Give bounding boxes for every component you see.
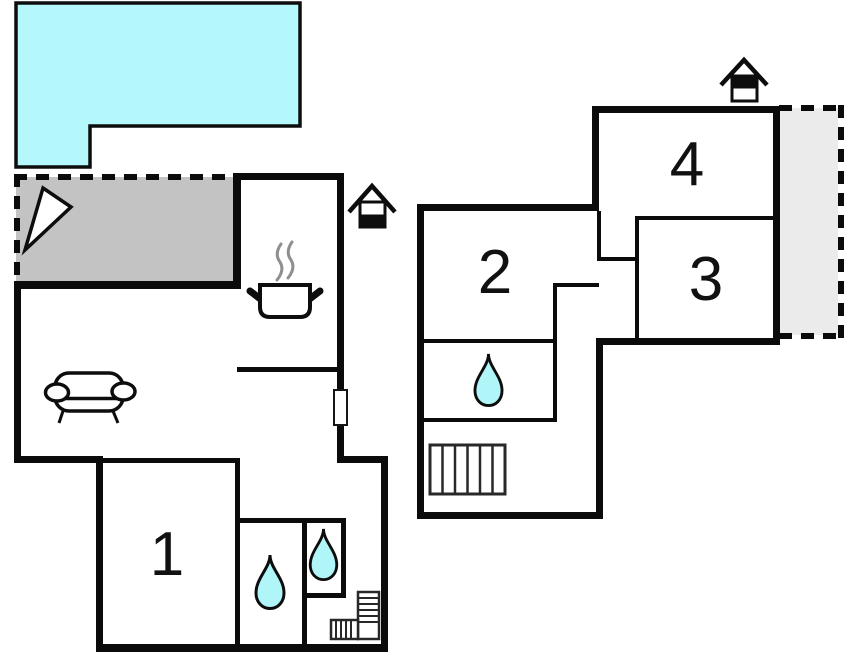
sofa-icon <box>43 371 137 424</box>
wall <box>302 518 307 648</box>
balcony-dashed-edge <box>779 333 845 339</box>
wall <box>597 257 639 261</box>
wall <box>592 106 599 211</box>
stairs-icon <box>329 590 381 641</box>
balcony-dashed-edge <box>838 105 844 339</box>
wall <box>14 281 21 463</box>
wall <box>553 283 557 342</box>
water-drop-icon <box>308 528 339 582</box>
triangle-pointer-icon <box>21 185 74 256</box>
wall <box>417 204 599 211</box>
wall <box>235 518 345 523</box>
wall <box>420 418 557 422</box>
wall <box>553 339 557 422</box>
room-label-1: 1 <box>149 520 185 589</box>
wall <box>596 338 603 519</box>
steaming-pot-icon <box>246 240 324 319</box>
wall <box>417 512 603 519</box>
balcony-dashed-edge <box>779 105 845 111</box>
wall <box>596 338 780 345</box>
water-drop-icon <box>473 353 504 408</box>
terrace-dashed-edge <box>14 174 20 284</box>
balcony-area <box>780 108 838 335</box>
wall <box>341 518 346 596</box>
wall <box>420 339 557 343</box>
wall <box>302 593 346 598</box>
wall <box>635 216 639 342</box>
water-drop-icon <box>254 554 286 611</box>
wall <box>235 458 240 648</box>
wall <box>597 211 601 261</box>
wall <box>417 204 424 519</box>
wall <box>592 106 780 113</box>
ground-floor-marker-icon <box>347 182 397 229</box>
wall <box>96 456 103 651</box>
room-label-4: 4 <box>669 130 705 199</box>
wall <box>96 644 388 652</box>
wall <box>14 456 103 463</box>
wall <box>337 173 344 463</box>
wall <box>553 283 599 287</box>
door-marker <box>333 389 348 426</box>
wall <box>237 367 341 372</box>
wall <box>381 456 388 651</box>
wall <box>233 173 344 180</box>
room-label-3: 3 <box>688 245 724 314</box>
stairs-icon <box>428 443 507 496</box>
wall <box>637 216 775 220</box>
upper-floor-marker-icon <box>719 56 769 103</box>
wall <box>773 106 780 345</box>
wall <box>98 458 240 463</box>
wall <box>233 173 241 289</box>
wall <box>337 456 388 463</box>
terrace-dashed-edge <box>14 174 236 180</box>
pool-icon <box>14 1 302 169</box>
room-label-2: 2 <box>477 238 513 307</box>
wall <box>14 281 241 289</box>
